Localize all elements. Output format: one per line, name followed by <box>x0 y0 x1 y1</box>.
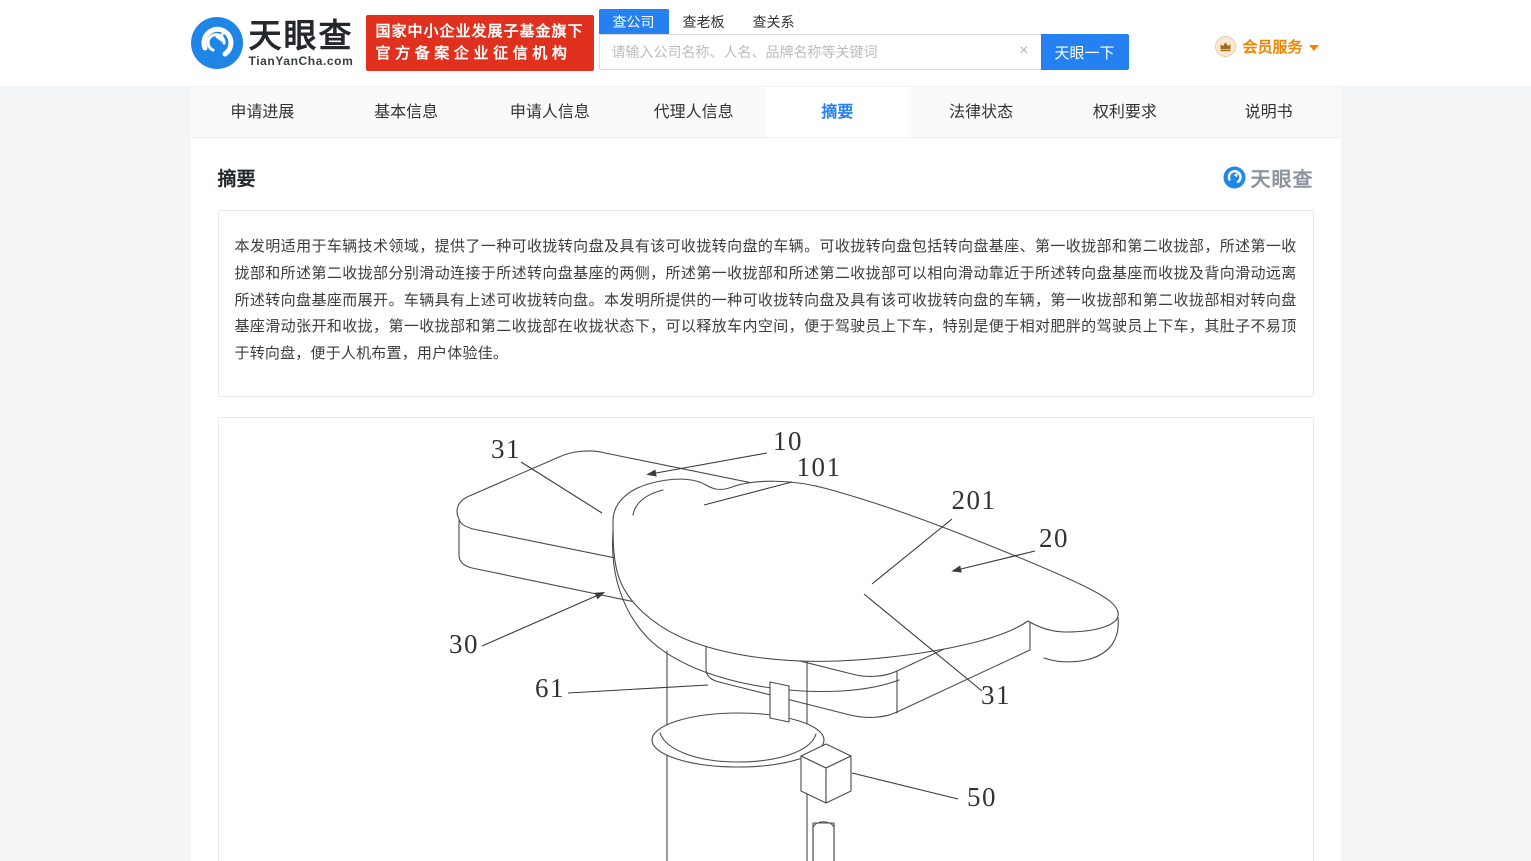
tab-claims[interactable]: 权利要求 <box>1092 104 1157 121</box>
search-button[interactable]: 天眼一下 <box>1040 34 1129 70</box>
search-tabs: 查公司 查老板 查关系 <box>598 9 1129 34</box>
member-services-label: 会员服务 <box>1242 39 1303 56</box>
figure-ref-label: 31 <box>981 680 1011 710</box>
watermark-logo: 天眼查 <box>1223 163 1314 192</box>
tab-legal-status[interactable]: 法律状态 <box>949 104 1014 121</box>
logo[interactable]: 天眼查 TianYanCha.com <box>190 16 354 69</box>
figure-ref-label: 61 <box>535 673 565 703</box>
figure-ref-label: 201 <box>951 485 996 515</box>
member-services[interactable]: 会员服务 <box>1215 36 1319 57</box>
tab-agent-info[interactable]: 代理人信息 <box>653 104 734 121</box>
certification-badge: 国家中小企业发展子基金旗下 官方备案企业征信机构 <box>365 15 594 71</box>
tianyancha-logo-icon <box>190 17 243 69</box>
steering-wheel-drawing <box>456 450 1119 861</box>
watermark-logo-text: 天眼查 <box>1250 169 1314 191</box>
figure-leader-line <box>520 461 602 514</box>
crown-icon <box>1215 36 1237 57</box>
patent-nav-tabs: 申请进展 基本信息 申请人信息 代理人信息 摘要 法律状态 权利要求 说明书 <box>190 86 1341 138</box>
watermark-logo-icon <box>1223 166 1245 189</box>
figure-ref-label: 10 <box>773 426 803 456</box>
certification-badge-line2: 官方备案企业征信机构 <box>375 45 572 62</box>
abstract-text: 本发明适用于车辆技术领域，提供了一种可收拢转向盘及具有该可收拢转向盘的车辆。可收… <box>234 238 1297 363</box>
figure-ref-label: 30 <box>449 629 479 659</box>
abstract-text-box: 本发明适用于车辆技术领域，提供了一种可收拢转向盘及具有该可收拢转向盘的车辆。可收… <box>217 210 1314 397</box>
chevron-down-icon <box>1308 44 1319 51</box>
logo-brand-text: 天眼查 <box>248 16 354 54</box>
search-tab-boss[interactable]: 查老板 <box>682 14 725 30</box>
figure-arrowhead <box>950 565 962 573</box>
figure-arrowhead <box>594 591 605 600</box>
clear-icon[interactable]: × <box>1019 42 1029 59</box>
section-title: 摘要 <box>217 169 256 190</box>
certification-badge-line1: 国家中小企业发展子基金旗下 <box>375 23 584 40</box>
figure-leader-line <box>481 595 596 647</box>
figure-leader-line <box>567 684 708 694</box>
figure-ref-label: 31 <box>491 434 521 464</box>
tab-abstract[interactable]: 摘要 <box>765 87 910 137</box>
figure-leader-line <box>863 593 982 692</box>
figure-leader-line <box>960 550 1035 570</box>
figure-ref-label: 20 <box>1039 523 1069 553</box>
search-tab-relation[interactable]: 查关系 <box>752 14 795 30</box>
figure-ref-label: 101 <box>796 452 841 482</box>
tab-applicant-info[interactable]: 申请人信息 <box>509 104 590 121</box>
main-container: 申请进展 基本信息 申请人信息 代理人信息 摘要 法律状态 权利要求 说明书 摘… <box>190 86 1341 861</box>
search-tab-company[interactable]: 查公司 <box>598 9 669 34</box>
search-area: 查公司 查老板 查关系 × 天眼一下 <box>598 9 1129 70</box>
tab-description[interactable]: 说明书 <box>1244 104 1293 121</box>
logo-domain-text: TianYanCha.com <box>248 53 354 68</box>
figure-leader-line <box>851 772 958 800</box>
figure-leader-line <box>703 481 792 506</box>
tab-basic-info[interactable]: 基本信息 <box>374 104 439 121</box>
search-input[interactable] <box>598 34 1041 70</box>
figure-arrowhead <box>645 469 657 477</box>
site-header: 天眼查 TianYanCha.com 国家中小企业发展子基金旗下 官方备案企业征… <box>0 0 1531 86</box>
figure-ref-label: 50 <box>967 782 997 812</box>
tab-application-progress[interactable]: 申请进展 <box>230 104 295 121</box>
figure-leader-line <box>871 518 952 585</box>
figure-leader-line <box>655 452 767 474</box>
